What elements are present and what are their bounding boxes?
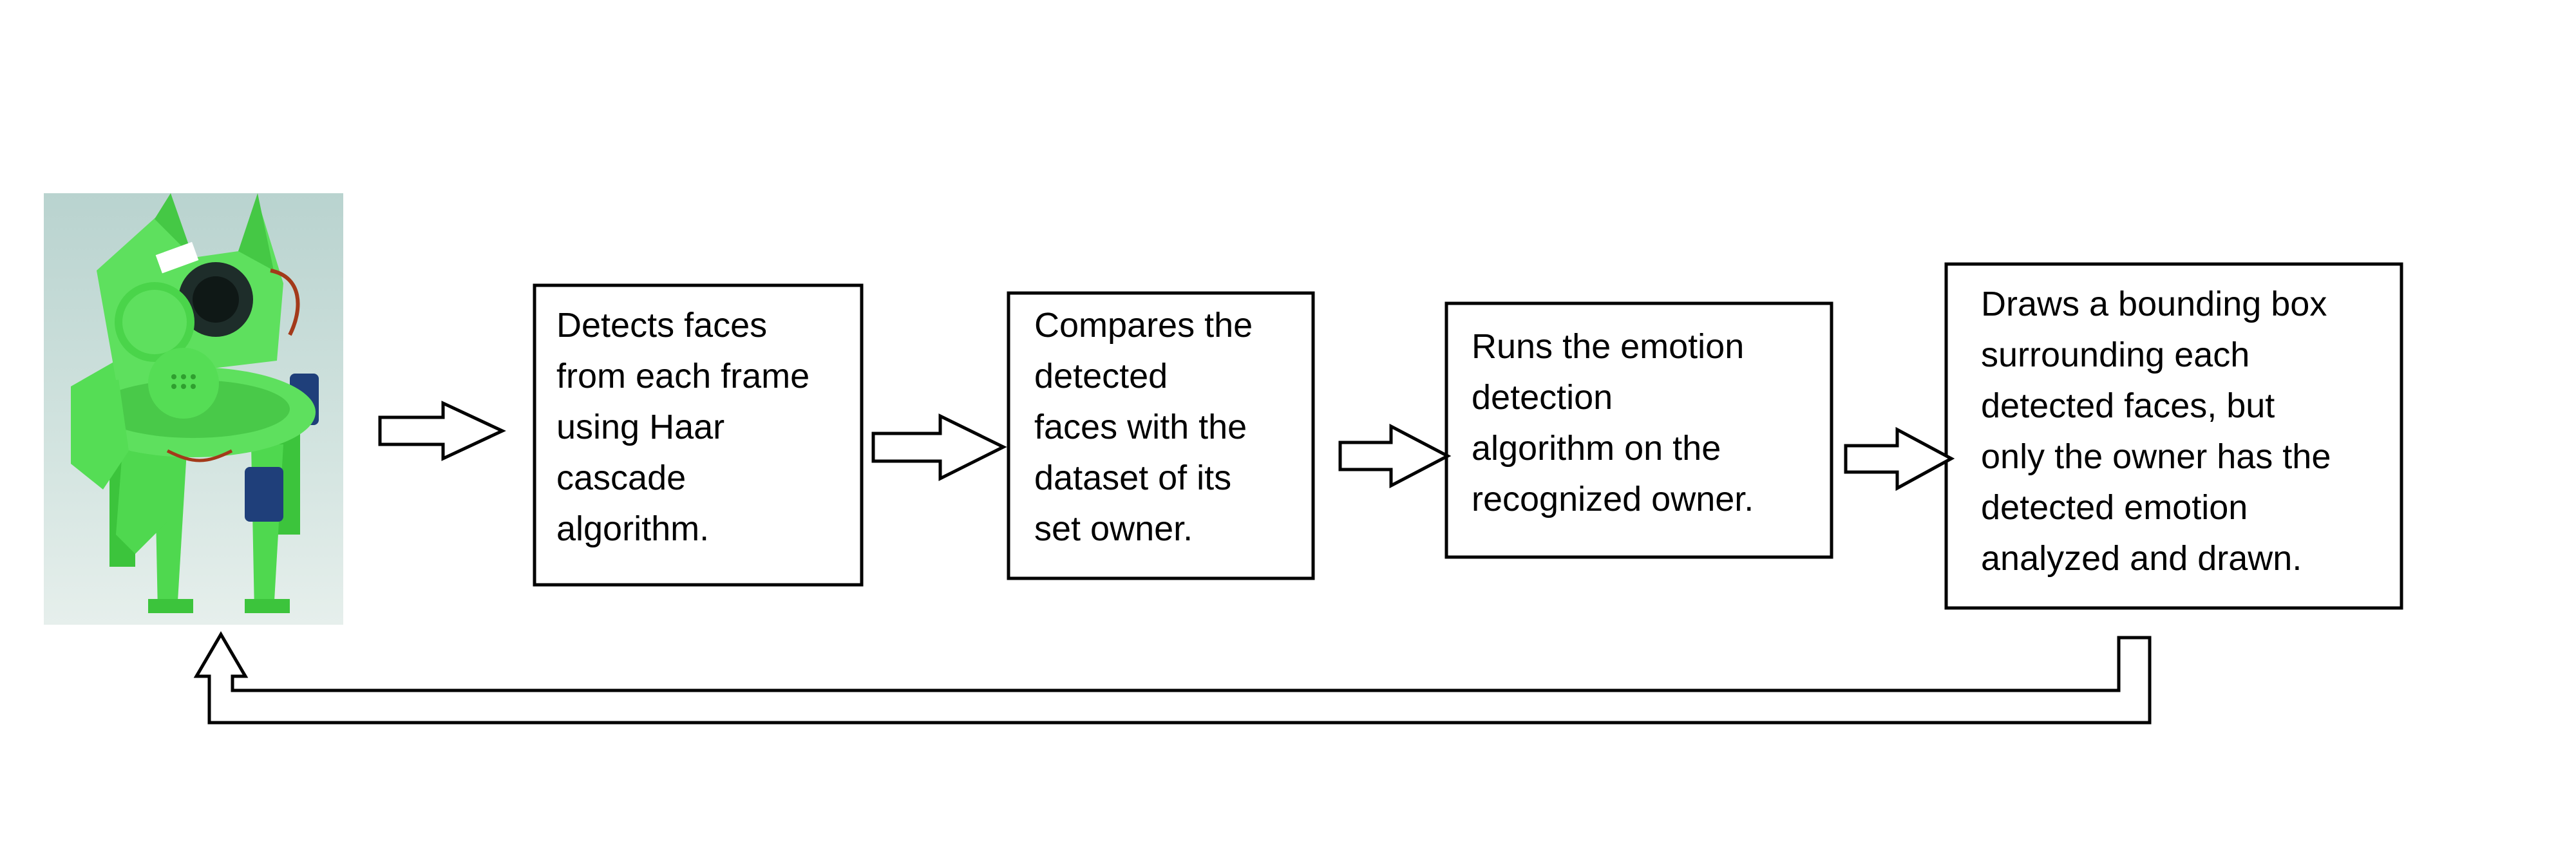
step-box-draw-bounding-box [1944, 262, 2403, 610]
step-box-detect-faces [533, 283, 864, 587]
arrow-right-icon [1338, 423, 1452, 489]
step-box-compare-faces [1007, 291, 1315, 580]
step-line: analyzed and drawn. [1981, 539, 2302, 578]
step-line: surrounding each [1981, 336, 2249, 374]
arrow-right-icon [378, 401, 506, 461]
step-line: dataset of its [1034, 459, 1231, 497]
step-line: cascade [556, 459, 686, 497]
arrow-right-icon [871, 413, 1007, 482]
step-line: detected faces, but [1981, 386, 2275, 425]
step-line: algorithm. [556, 509, 709, 548]
step-text-draw-bounding-box: Draws a bounding box surrounding each de… [1981, 285, 2340, 578]
step-line: detected [1034, 357, 1168, 395]
arrow-right-icon [1844, 426, 1955, 491]
servo-icon [245, 467, 283, 522]
step-line: Runs the emotion [1472, 327, 1744, 366]
robot-photo [44, 193, 343, 625]
step-line: algorithm on the [1472, 429, 1721, 468]
step-line: detection [1472, 378, 1613, 417]
step-text-compare-faces: Compares the detected faces with the dat… [1034, 306, 1262, 548]
step-line: using Haar [556, 408, 724, 446]
step-text-detect-faces: Detects faces from each frame using Haar… [556, 306, 819, 548]
step-line: Draws a bounding box [1981, 285, 2327, 323]
step-line: Detects faces [556, 306, 767, 345]
step-line: detected emotion [1981, 488, 2248, 527]
step-line: set owner. [1034, 509, 1193, 548]
step-box-emotion-detection [1444, 301, 1833, 559]
feedback-loop-arrow [193, 631, 2152, 725]
step-text-emotion-detection: Runs the emotion detection algorithm on … [1472, 327, 1754, 518]
step-line: faces with the [1034, 408, 1247, 446]
step-line: recognized owner. [1472, 480, 1754, 518]
step-line: Compares the [1034, 306, 1253, 345]
step-line: from each frame [556, 357, 810, 395]
step-line: only the owner has the [1981, 437, 2331, 476]
